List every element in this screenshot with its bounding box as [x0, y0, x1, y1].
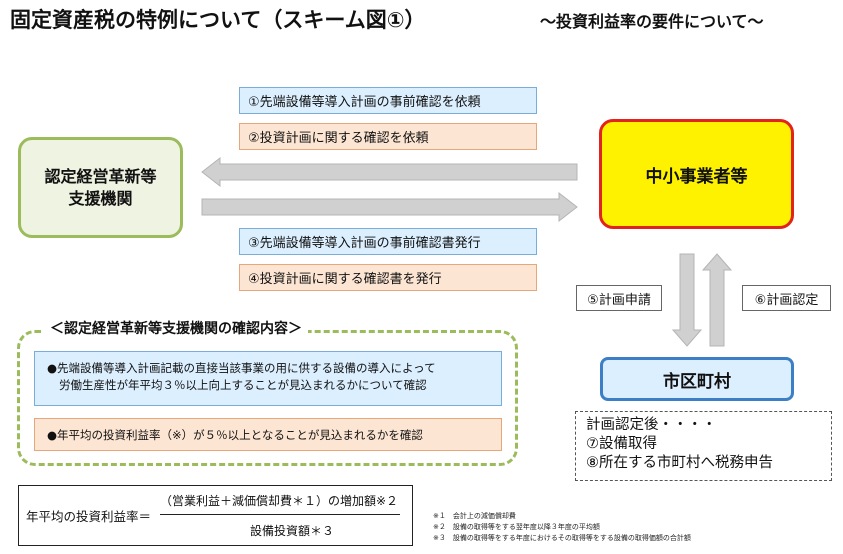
confirm-content-title: ＜認定経営革新等支援機関の確認内容＞ — [44, 318, 308, 338]
support-label-line1: 認定経営革新等 — [44, 166, 157, 186]
page-title: 固定資産税の特例について（スキーム図①） — [10, 8, 426, 32]
confirm-item1-line1: ●先端設備等導入計画記載の直接当該事業の用に供する設備の導入によって — [47, 361, 436, 375]
arrow-to-sme — [201, 191, 578, 223]
arrow-up-to-sme — [701, 253, 733, 347]
footnote-1: ※１ 会計上の減価償却費 — [433, 512, 516, 520]
footnotes: ※１ 会計上の減価償却費 ※２ 設備の取得等をする翌年度以降３年度の平均額 ※３… — [433, 511, 691, 544]
after-line2: ⑦設備取得 — [586, 436, 657, 453]
step4-box: ④投資計画に関する確認書を発行 — [239, 264, 537, 291]
step3-box: ③先端設備等導入計画の事前確認書発行 — [239, 228, 537, 255]
formula-left: 年平均の投資利益率＝ — [26, 509, 152, 524]
arrow-down-to-city — [671, 253, 703, 347]
city-node: 市区町村 — [600, 357, 794, 401]
formula-box — [18, 485, 413, 546]
footnote-2: ※２ 設備の取得等をする翌年度以降３年度の平均額 — [433, 522, 600, 531]
step5-box: ⑤計画申請 — [576, 285, 662, 311]
sme-node: 中小事業者等 — [599, 119, 794, 229]
formula-numerator: （営業利益＋減価償却費＊１）の増加額※２ — [160, 494, 399, 508]
footnote-3: ※３ 設備の取得等をする年度におけるその取得等をする設備の取得価額の合計額 — [433, 533, 691, 542]
formula-denominator: 設備投資額＊３ — [250, 524, 335, 538]
confirm-item-roi: ●年平均の投資利益率（※）が５％以上となることが見込まれるかを確認 — [34, 418, 502, 451]
after-line3: ⑧所在する市町村へ税務申告 — [586, 455, 773, 472]
step1-box: ①先端設備等導入計画の事前確認を依頼 — [239, 87, 537, 114]
confirm-item1-line2: 労働生産性が年平均３％以上向上することが見込まれるかについて確認 — [59, 377, 427, 392]
after-approval-box: 計画認定後・・・・ ⑦設備取得 ⑧所在する市町村へ税務申告 — [575, 411, 832, 481]
arrow-to-support — [201, 156, 578, 188]
after-line1: 計画認定後・・・・ — [586, 417, 717, 433]
formula-fraction-line — [160, 514, 400, 515]
step2-box: ②投資計画に関する確認を依頼 — [239, 123, 537, 150]
confirm-item-productivity: ●先端設備等導入計画記載の直接当該事業の用に供する設備の導入によって 労働生産性… — [34, 351, 502, 406]
support-label-line2: 支援機関 — [68, 188, 133, 208]
page-subtitle: ～投資利益率の要件について～ — [540, 12, 764, 31]
step6-box: ⑥計画認定 — [742, 285, 831, 311]
support-organization-node: 認定経営革新等 支援機関 — [18, 137, 183, 238]
